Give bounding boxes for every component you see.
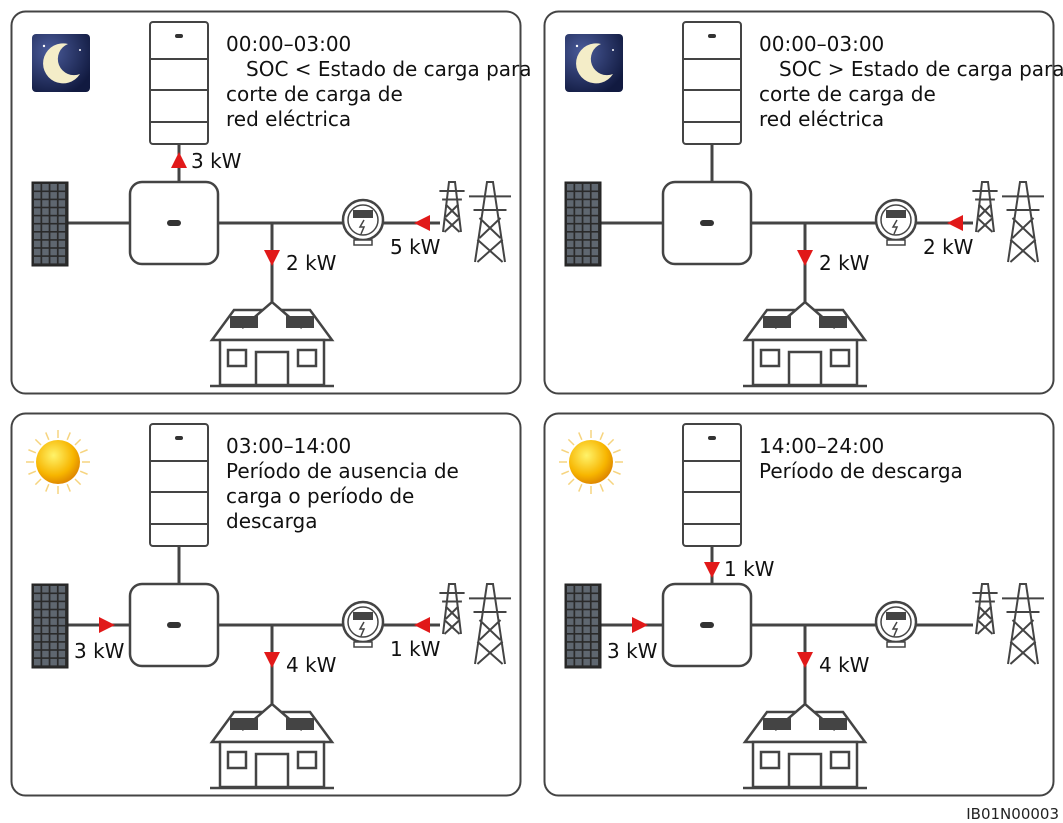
flow-label-pv: 3 kW [74, 639, 125, 663]
house-icon [742, 300, 868, 388]
smart-meter-icon [874, 198, 918, 246]
house-icon [742, 702, 868, 790]
time-range: 14:00–24:00 [759, 434, 885, 458]
flow-arrow-icon [704, 562, 720, 578]
diagram-svg [543, 10, 1055, 395]
flow-arrow-icon [414, 617, 430, 633]
diagram-svg [10, 10, 522, 395]
flow-arrow-icon [797, 250, 813, 266]
battery-stack-icon [149, 423, 209, 547]
house-icon [209, 702, 335, 790]
battery-stack-icon [682, 21, 742, 145]
house-icon [209, 300, 335, 388]
solar-panel-icon [564, 181, 602, 267]
moon-icon [32, 34, 90, 92]
time-range: 00:00–03:00 [759, 32, 885, 56]
solar-panel-icon [564, 583, 602, 669]
solar-panel-icon [31, 181, 69, 267]
flow-label-battery: 3 kW [191, 149, 242, 173]
power-tower-icon [439, 181, 511, 263]
description-line: corte de carga de [759, 82, 936, 106]
description-line: Período de descarga [759, 459, 963, 483]
panel-frame [10, 412, 522, 797]
flow-label-load: 2 kW [286, 251, 337, 275]
solar-panel-icon [31, 583, 69, 669]
inverter-icon [128, 582, 220, 668]
flow-arrow-icon [797, 652, 813, 668]
smart-meter-icon [341, 198, 385, 246]
sun-icon [559, 430, 623, 494]
flow-arrow-icon [264, 652, 280, 668]
diagram-svg [10, 412, 522, 797]
panel-frame [543, 10, 1055, 395]
battery-stack-icon [149, 21, 209, 145]
flow-arrow-icon [171, 152, 187, 168]
inverter-icon [661, 180, 753, 266]
description-line: red eléctrica [226, 107, 352, 131]
description-line: carga o período de [226, 484, 415, 508]
inverter-icon [661, 582, 753, 668]
power-tower-icon [439, 583, 511, 665]
flow-arrow-icon [632, 617, 648, 633]
moon-icon [565, 34, 623, 92]
flow-label-battery: 1 kW [724, 557, 775, 581]
flow-arrow-icon [414, 215, 430, 231]
battery-stack-icon [682, 423, 742, 547]
description-line: descarga [226, 509, 318, 533]
power-tower-icon [972, 181, 1044, 263]
flow-label-grid: 5 kW [390, 235, 441, 259]
smart-meter-icon [874, 600, 918, 648]
diagram-svg [543, 412, 1055, 797]
inverter-icon [128, 180, 220, 266]
flow-arrow-icon [264, 250, 280, 266]
time-range: 00:00–03:00 [226, 32, 352, 56]
description-line: Período de ausencia de [226, 459, 459, 483]
flow-label-grid: 2 kW [923, 235, 974, 259]
flow-arrow-icon [947, 215, 963, 231]
description-line: SOC < Estado de carga para [246, 57, 532, 81]
panel-frame [543, 412, 1055, 797]
flow-label-load: 4 kW [819, 653, 870, 677]
sun-icon [26, 430, 90, 494]
flow-arrow-icon [99, 617, 115, 633]
time-range: 03:00–14:00 [226, 434, 352, 458]
flow-label-load: 2 kW [819, 251, 870, 275]
flow-label-pv: 3 kW [607, 639, 658, 663]
flow-label-grid: 1 kW [390, 637, 441, 661]
figure-code: IB01N00003 [966, 805, 1059, 823]
smart-meter-icon [341, 600, 385, 648]
power-tower-icon [972, 583, 1044, 665]
flow-label-load: 4 kW [286, 653, 337, 677]
panel-frame [10, 10, 522, 395]
description-line: corte de carga de [226, 82, 403, 106]
description-line: red eléctrica [759, 107, 885, 131]
description-line: SOC > Estado de carga para [779, 57, 1063, 81]
